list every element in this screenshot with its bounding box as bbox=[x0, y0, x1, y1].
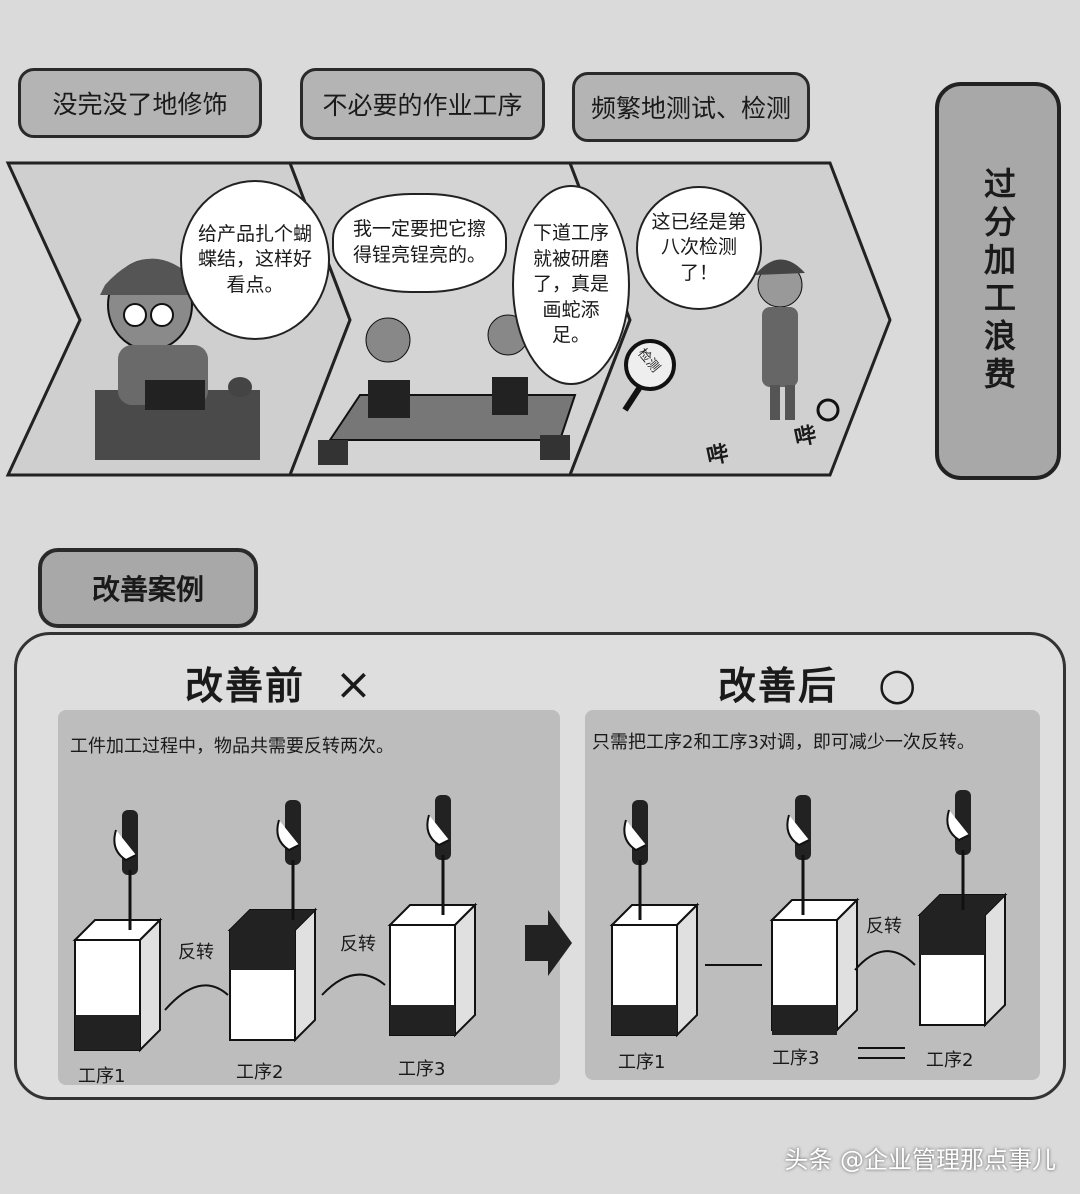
before-description: 工件加工过程中，物品共需要反转两次。 bbox=[70, 736, 394, 757]
watermark: 头条 @企业管理那点事儿 bbox=[784, 1146, 1056, 1174]
conveyor-belt bbox=[318, 314, 577, 465]
side-title-box: 过分加工浪费 bbox=[935, 82, 1061, 480]
tag-frequent-testing: 频繁地测试、检测 bbox=[572, 72, 810, 142]
flip-arrow-1 bbox=[164, 984, 229, 1011]
cube-after-step1 bbox=[611, 798, 698, 1036]
cube-before-step3 bbox=[389, 793, 476, 1036]
speech-bubble-3: 下道工序就被研磨了，真是画蛇添足。 bbox=[512, 185, 630, 385]
after-title-text: 改善后 bbox=[718, 664, 839, 708]
flip-arrow-2 bbox=[321, 973, 386, 996]
tag-unnecessary-steps: 不必要的作业工序 bbox=[300, 68, 545, 140]
cube-after-step3 bbox=[771, 793, 858, 1035]
bubble-text: 下道工序就被研磨了，真是画蛇添足。 bbox=[532, 221, 609, 347]
after-description: 只需把工序2和工序3对调，即可减少一次反转。 bbox=[592, 732, 975, 753]
cube-after-step2 bbox=[919, 788, 1006, 1026]
step-label: 工序1 bbox=[618, 1052, 666, 1073]
inspector-figure bbox=[622, 259, 840, 422]
flip-label-1: 反转 bbox=[178, 942, 214, 963]
bubble-text: 给产品扎个蝴蝶结，这样好看点。 bbox=[197, 222, 312, 296]
speech-bubble-2: 我一定要把它擦得锃亮锃亮的。 bbox=[332, 193, 507, 293]
step-label: 工序2 bbox=[236, 1062, 284, 1083]
flip-label-after: 反转 bbox=[866, 916, 902, 937]
tag-text: 没完没了地修饰 bbox=[52, 90, 228, 119]
before-title-text: 改善前 bbox=[185, 664, 306, 708]
speech-bubble-4: 这已经是第八次检测了！ bbox=[636, 186, 762, 310]
magnifier-icon bbox=[624, 339, 676, 391]
bubble-text: 这已经是第八次检测了！ bbox=[651, 210, 747, 284]
cross-mark-icon: × bbox=[335, 659, 374, 710]
tag-text: 频繁地测试、检测 bbox=[590, 94, 791, 123]
speech-bubble-1: 给产品扎个蝴蝶结，这样好看点。 bbox=[180, 180, 330, 340]
before-title: 改善前 × bbox=[185, 655, 374, 710]
case-label-text: 改善案例 bbox=[91, 573, 204, 606]
worker-figure-1 bbox=[95, 258, 260, 460]
cube-before-step2 bbox=[229, 798, 316, 1041]
tag-text: 不必要的作业工序 bbox=[322, 91, 523, 120]
step-label: 工序3 bbox=[398, 1059, 446, 1080]
tag-endless-decoration: 没完没了地修饰 bbox=[18, 68, 262, 138]
flip-label-2: 反转 bbox=[340, 934, 376, 955]
circle-mark-icon: ○ bbox=[878, 659, 919, 710]
swap-arrows-icon bbox=[858, 1047, 905, 1059]
process-diagram bbox=[74, 788, 1006, 1059]
case-label: 改善案例 bbox=[38, 548, 258, 628]
step-label: 工序1 bbox=[78, 1066, 126, 1087]
step-label: 工序3 bbox=[772, 1048, 820, 1069]
cube-before-step1 bbox=[74, 808, 161, 1051]
step-label: 工序2 bbox=[926, 1050, 974, 1071]
after-title: 改善后 ○ bbox=[718, 655, 918, 710]
flip-arrow-after bbox=[854, 950, 916, 971]
bubble-text: 我一定要把它擦得锃亮锃亮的。 bbox=[352, 218, 486, 266]
side-title: 过分加工浪费 bbox=[979, 167, 1017, 395]
transition-arrow-icon bbox=[525, 910, 572, 976]
